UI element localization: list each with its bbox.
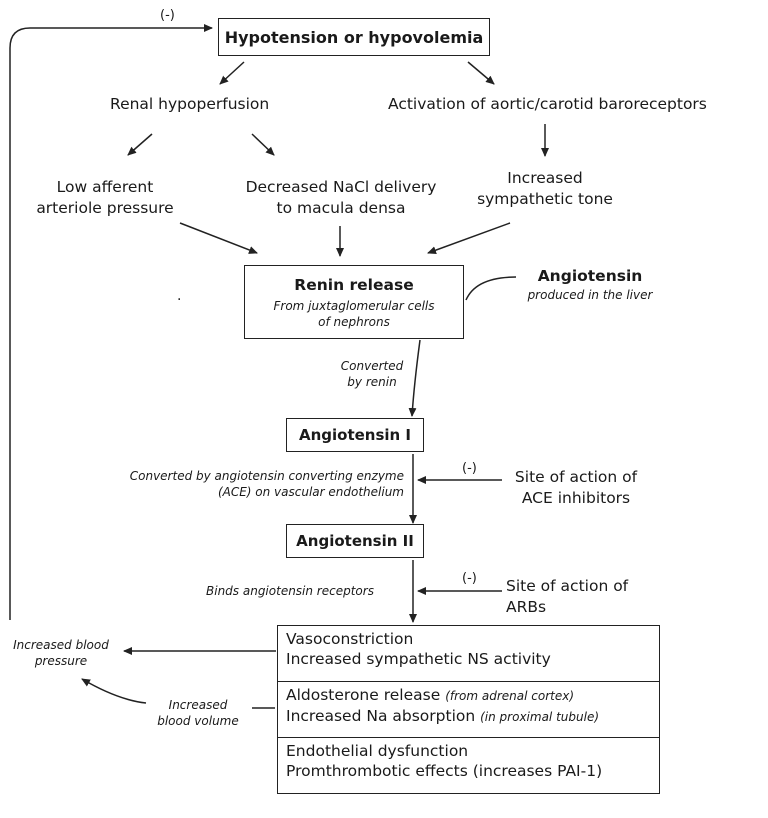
converted-by-renin-line1: Converted [340, 359, 404, 373]
renin-release-title: Renin release [294, 275, 414, 294]
converted-by-renin: Converted by renin [332, 358, 412, 390]
ace-inhibitors-line2: ACE inhibitors [521, 489, 631, 507]
arrow-renal-to-nacl [251, 133, 275, 156]
decreased-nacl-line1: Decreased NaCl delivery [245, 178, 437, 196]
symp-tone-line2: sympathetic tone [477, 190, 613, 208]
angiotensin-sub: produced in the liver [527, 288, 653, 302]
arrow-renal-to-afferent [127, 133, 153, 156]
low-afferent-pressure: Low afferent arteriole pressure [30, 177, 180, 219]
angiotensin-i-box: Angiotensin I [286, 418, 424, 452]
na-absorption-note: (in proximal tubule) [480, 710, 600, 724]
aldosterone-note: (from adrenal cortex) [445, 689, 575, 703]
increased-bv-line1: Increased [168, 698, 228, 712]
angiotensin-curve [465, 276, 517, 301]
ace-inhibitors-site: Site of action of ACE inhibitors [506, 467, 646, 509]
angiotensin-i-title: Angiotensin I [298, 425, 412, 444]
arbs-neg-label: (-) [462, 571, 477, 586]
stray-dot: . [177, 288, 182, 304]
baroreceptor-activation: Activation of aortic/carotid barorecepto… [388, 95, 707, 113]
increased-sympathetic-tone: Increased sympathetic tone [470, 168, 620, 210]
ace-conversion-line2: (ACE) on vascular endothelium [217, 485, 404, 499]
converted-by-renin-line2: by renin [347, 375, 397, 389]
arrow-symp-to-renin [427, 222, 511, 255]
angiotensin-ii-box: Angiotensin II [286, 524, 424, 558]
increased-bv-line2: blood volume [157, 714, 239, 728]
sympathetic-ns-activity: Increased sympathetic NS activity [286, 650, 551, 668]
arbs-line2: ARBs [506, 598, 547, 616]
na-absorption-line: Increased Na absorption (in proximal tub… [286, 706, 659, 727]
ace-conversion: Converted by angiotensin converting enzy… [100, 468, 404, 500]
hypotension-box: Hypotension or hypovolemia [218, 18, 490, 56]
aldosterone-release-line: Aldosterone release (from adrenal cortex… [286, 685, 659, 706]
angiotensin-title: Angiotensin [537, 267, 643, 285]
decreased-nacl: Decreased NaCl delivery to macula densa [226, 177, 456, 219]
binds-receptors: Binds angiotensin receptors [206, 584, 374, 598]
arbs-site: Site of action of ARBs [506, 576, 646, 618]
arrow-renin-to-ang1 [408, 339, 421, 417]
increased-bp-line2: pressure [34, 654, 88, 668]
effects-endothelial-row: Endothelial dysfunction Promthrombotic e… [278, 737, 659, 792]
angiotensin-ii-title: Angiotensin II [296, 531, 414, 550]
na-absorption: Increased Na absorption [286, 707, 476, 725]
low-afferent-line1: Low afferent [56, 178, 154, 196]
promthrombotic-effects: Promthrombotic effects (increases PAI-1) [286, 762, 603, 780]
endothelial-dysfunction: Endothelial dysfunction [286, 742, 469, 760]
symp-tone-line1: Increased [507, 169, 583, 187]
arrow-top-to-renal [219, 61, 245, 85]
aldosterone-release: Aldosterone release [286, 686, 441, 704]
arbs-line1: Site of action of [506, 577, 629, 595]
decreased-nacl-line2: to macula densa [276, 199, 406, 217]
vasoconstriction: Vasoconstriction [286, 630, 414, 648]
ace-neg-label: (-) [462, 461, 477, 476]
increased-bp-line1: Increased blood [13, 638, 109, 652]
effects-aldosterone-row: Aldosterone release (from adrenal cortex… [278, 681, 659, 737]
low-afferent-line2: arteriole pressure [36, 199, 174, 217]
effects-box: Vasoconstriction Increased sympathetic N… [277, 625, 660, 794]
feedback-neg-label: (-) [160, 8, 175, 23]
renin-sub-line1: From juxtaglomerular cells [273, 298, 435, 313]
renal-hypoperfusion: Renal hypoperfusion [110, 95, 270, 113]
effects-vasoconstriction-row: Vasoconstriction Increased sympathetic N… [278, 626, 659, 681]
hypotension-title: Hypotension or hypovolemia [224, 27, 484, 47]
renin-release-box: Renin release From juxtaglomerular cells… [244, 265, 464, 339]
ace-inhibitors-line1: Site of action of [514, 468, 638, 486]
arrow-top-to-baro [467, 61, 495, 85]
arrow-bv-to-bp [81, 678, 147, 704]
ace-conversion-line1: Converted by angiotensin converting enzy… [129, 469, 404, 483]
arrow-afferent-to-renin [179, 222, 258, 254]
increased-blood-pressure: Increased blood pressure [2, 637, 120, 669]
increased-blood-volume: Increased blood volume [146, 697, 250, 729]
angiotensin-source: Angiotensin produced in the liver [510, 266, 670, 303]
renin-sub-line2: of nephrons [318, 314, 390, 329]
feedback-loop-arrow [9, 24, 213, 620]
